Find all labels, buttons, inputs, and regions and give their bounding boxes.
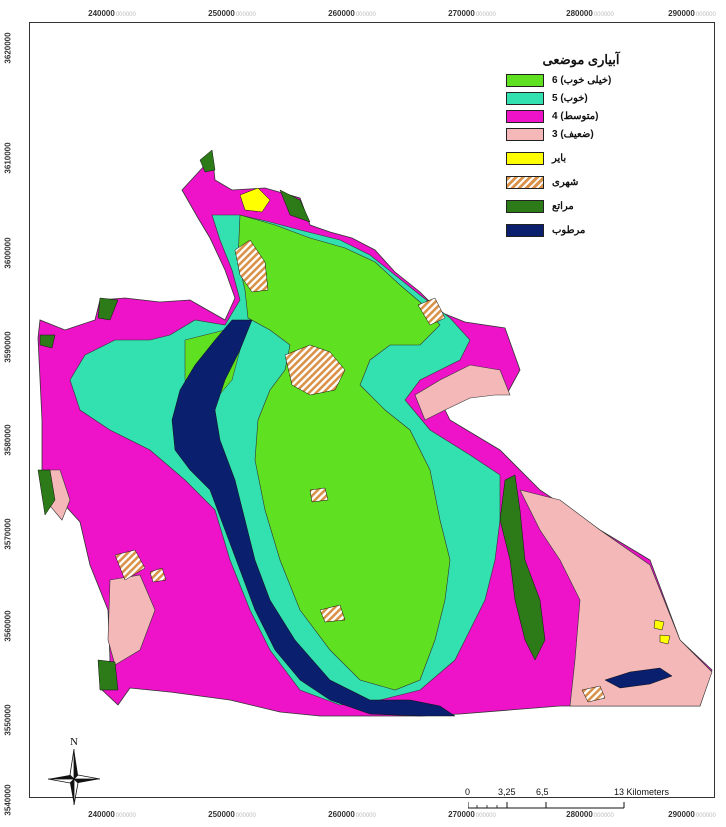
region-urban-ne: [417, 297, 446, 326]
region-rangeland-n: [279, 189, 311, 223]
legend-swatch: [506, 109, 544, 123]
region-urban-north: [234, 239, 269, 293]
legend-item: (خوب) 5: [506, 90, 656, 106]
legend-item: مرطوب: [506, 222, 656, 238]
x-tick-bottom: 290000000000: [668, 810, 716, 819]
scale-bar: 0 3,25 6,5 13 Kilometers: [462, 787, 702, 813]
x-tick-bottom: 250000000000: [208, 810, 256, 819]
legend-label: (ضعیف) 3: [552, 128, 594, 140]
scale-ruler: [468, 802, 625, 809]
y-tick-left: 3540000: [3, 784, 13, 816]
legend-label: (متوسط) 4: [552, 110, 599, 122]
y-tick-left: 3610000: [3, 142, 13, 174]
x-tick-top: 280000000000: [566, 9, 614, 18]
legend-item: مراتع: [506, 198, 656, 214]
suitability-map: [37, 149, 713, 717]
region-rangeland-sw: [97, 659, 119, 691]
legend-title: آبیاری موضعی: [542, 52, 620, 67]
x-tick-top: 270000000000: [448, 9, 496, 18]
x-tick-bottom: 280000000000: [566, 810, 614, 819]
x-tick-top: 240000000000: [88, 9, 136, 18]
legend-item: بایر: [506, 150, 656, 166]
x-tick-bottom: 240000000000: [88, 810, 136, 819]
region-barren-n: [239, 187, 271, 213]
y-tick-left: 3600000: [3, 237, 13, 269]
legend-item: (خیلی خوب) 6: [506, 72, 656, 88]
legend-label: (خوب) 5: [552, 92, 588, 104]
legend-label: بایر: [552, 152, 567, 164]
region-barren-e: [653, 619, 665, 631]
legend-swatch: [506, 223, 544, 237]
legend-swatch: [506, 73, 544, 87]
region-urban-sw: [114, 549, 146, 581]
scale-label: 3,25: [498, 787, 516, 797]
legend-item: شهری: [506, 174, 656, 190]
legend-swatch: [506, 175, 544, 189]
region-rangeland-nw2: [97, 297, 119, 321]
region-wet-east: [604, 667, 673, 689]
y-tick-left: 3590000: [3, 331, 13, 363]
region-poor-east: [519, 489, 713, 707]
legend-label: (خیلی خوب) 6: [552, 74, 612, 86]
map-legend: آبیاری موضعی (خیلی خوب) 6 (خوب) 5 (متوسط…: [506, 52, 656, 240]
y-tick-left: 3570000: [3, 518, 13, 550]
scale-label: 6,5: [536, 787, 549, 797]
legend-item: (متوسط) 4: [506, 108, 656, 124]
region-urban-city: [284, 344, 346, 396]
north-label: N: [70, 736, 78, 748]
legend-swatch: [506, 127, 544, 141]
y-tick-left: 3560000: [3, 610, 13, 642]
region-rangeland-w2: [39, 334, 56, 349]
scale-label: 13 Kilometers: [614, 787, 670, 797]
legend-item: (ضعیف) 3: [506, 126, 656, 142]
y-tick-left: 3620000: [3, 32, 13, 64]
x-tick-bottom: 260000000000: [328, 810, 376, 819]
region-rangeland-east: [499, 474, 546, 661]
legend-label: مرطوب: [552, 224, 586, 236]
region-rangeland-w: [37, 469, 56, 516]
region-urban-c3: [149, 567, 167, 583]
legend-label: مراتع: [552, 200, 574, 212]
x-tick-bottom: 270000000000: [448, 810, 496, 819]
legend-label: شهری: [552, 176, 579, 188]
legend-swatch: [506, 91, 544, 105]
y-tick-left: 3580000: [3, 424, 13, 456]
legend-swatch: [506, 151, 544, 165]
region-poor-ne: [414, 364, 511, 421]
region-urban-se: [581, 685, 606, 703]
region-rangeland-nw: [199, 149, 216, 173]
region-urban-c1: [309, 487, 329, 503]
region-poor-sw: [107, 574, 156, 666]
region-very-good: [237, 214, 451, 691]
x-tick-top: 250000000000: [208, 9, 256, 18]
region-urban-c2: [319, 604, 346, 623]
region-barren-e2: [659, 634, 671, 645]
legend-swatch: [506, 199, 544, 213]
x-tick-top: 260000000000: [328, 9, 376, 18]
north-arrow-icon: N: [47, 736, 101, 805]
x-tick-top: 290000000000: [668, 9, 716, 18]
scale-label: 0: [465, 787, 471, 797]
region-wet: [171, 319, 456, 717]
y-tick-left: 3550000: [3, 704, 13, 736]
